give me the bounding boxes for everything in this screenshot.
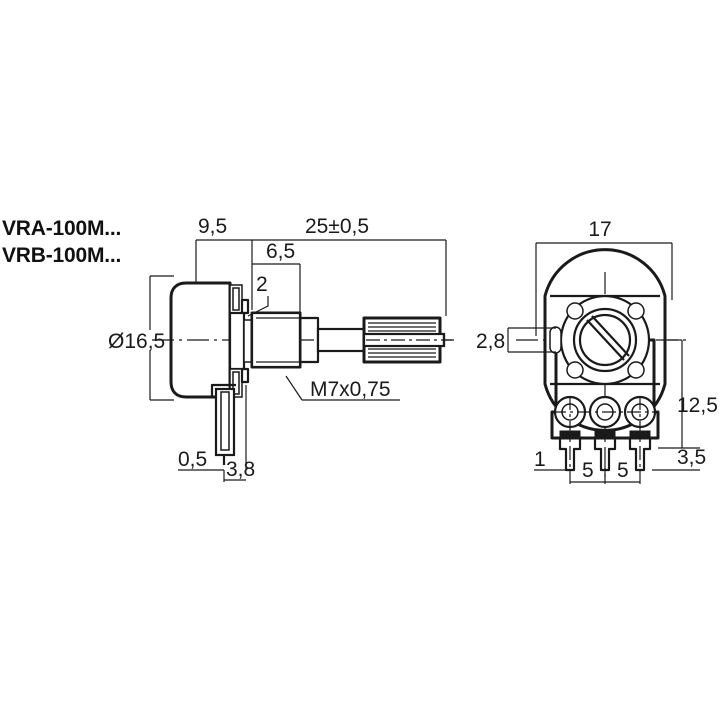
flange-step-upper <box>240 298 250 315</box>
terminal-tab-inner <box>220 391 230 451</box>
shaft-plain-section <box>316 327 366 353</box>
dim-2-8-label: 2,8 <box>476 330 505 353</box>
model-label-vrb: VRB-100M... <box>2 244 121 267</box>
mounting-lug-top-left <box>566 302 584 320</box>
flange-step-lower <box>240 367 250 384</box>
dim-3-8: 3,8 <box>223 458 255 482</box>
dim-dia-16-5-label: Ø16,5 <box>108 330 165 353</box>
solder-pad-3 <box>629 430 651 440</box>
dim-2: 2 <box>247 273 269 317</box>
callout-thread-label: M7x0,75 <box>310 378 391 401</box>
side-view: 9,5 25±0,5 6,5 2 Ø16,5 <box>108 215 458 482</box>
dim-2-8: 2,8 <box>476 327 556 353</box>
shaft-slot-edge-1 <box>586 319 625 361</box>
dim-12-5: 12,5 <box>658 339 718 449</box>
front-view: 17 2,8 12,5 3,5 1 <box>476 218 718 484</box>
solder-pad-2 <box>594 430 616 440</box>
terminal-block-bracket <box>210 383 236 397</box>
dim-6-5-bushing: 6,5 <box>252 240 301 312</box>
model-label-group: VRA-100M... VRB-100M... <box>2 217 121 267</box>
dim-pin-pitch: 5 5 <box>569 459 641 484</box>
mounting-lug-bottom-right <box>627 361 645 379</box>
terminal-pins <box>558 430 652 472</box>
dim-dia-16-5: Ø16,5 <box>108 275 174 401</box>
shaft-slot-edge-2 <box>591 315 630 357</box>
dim-6-5-label: 6,5 <box>266 240 295 263</box>
dim-3-5: 3,5 <box>652 446 706 471</box>
mounting-lug-bottom-left <box>566 361 584 379</box>
dim-pitch-label-left: 5 <box>582 459 594 482</box>
dim-12-5-label: 12,5 <box>677 394 718 417</box>
shaft-diagonal-slot <box>586 315 630 361</box>
dim-25: 25±0,5 <box>252 215 447 316</box>
mount-flange-plate <box>228 311 246 371</box>
dim-1-label: 1 <box>534 448 546 471</box>
dim-pitch-label-right: 5 <box>617 459 629 482</box>
flange-tab-upper-inner <box>232 287 240 311</box>
callout-thread-leader <box>285 375 303 401</box>
knurled-shaft-end <box>362 316 442 364</box>
dim-2-leader <box>247 296 269 317</box>
dim-25-label: 25±0,5 <box>305 215 369 238</box>
knurl-hatching-lower <box>368 348 436 358</box>
mounting-lug-top-right <box>627 302 645 320</box>
callout-thread: M7x0,75 <box>285 375 400 401</box>
dim-9-5: 9,5 <box>195 215 253 310</box>
knurl-hatching-upper <box>368 322 436 332</box>
dim-17: 17 <box>535 218 673 336</box>
dim-2-label: 2 <box>256 273 268 296</box>
model-label-vra: VRA-100M... <box>2 217 121 240</box>
dim-0-5: 0,5 <box>178 448 224 471</box>
dim-9-5-label: 9,5 <box>198 215 227 238</box>
solder-pad-1 <box>559 430 581 440</box>
dim-0-5-label: 0,5 <box>178 448 207 471</box>
dim-3-8-label: 3,8 <box>226 458 255 481</box>
threaded-bushing <box>250 311 302 369</box>
body-housing <box>169 281 232 399</box>
anti-rotation-slot <box>549 326 562 354</box>
dim-1: 1 <box>534 448 570 471</box>
flange-tab-lower-inner <box>232 371 240 395</box>
shaft-shoulder <box>298 316 320 364</box>
dim-3-5-label: 3,5 <box>677 446 706 469</box>
dim-17-label: 17 <box>588 218 611 241</box>
